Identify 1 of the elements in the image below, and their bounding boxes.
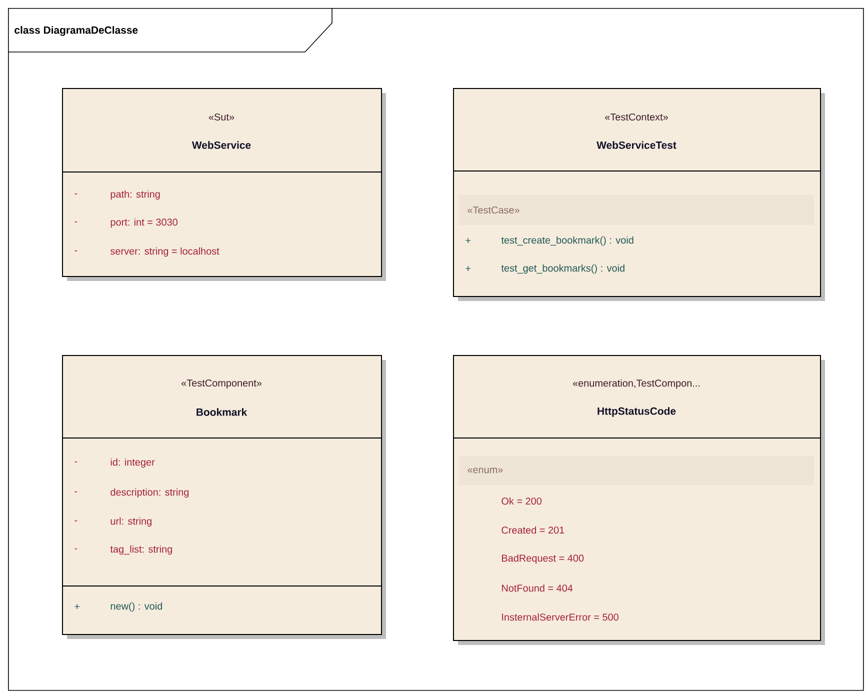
- frame-title: class DiagramaDeClasse: [14, 26, 138, 36]
